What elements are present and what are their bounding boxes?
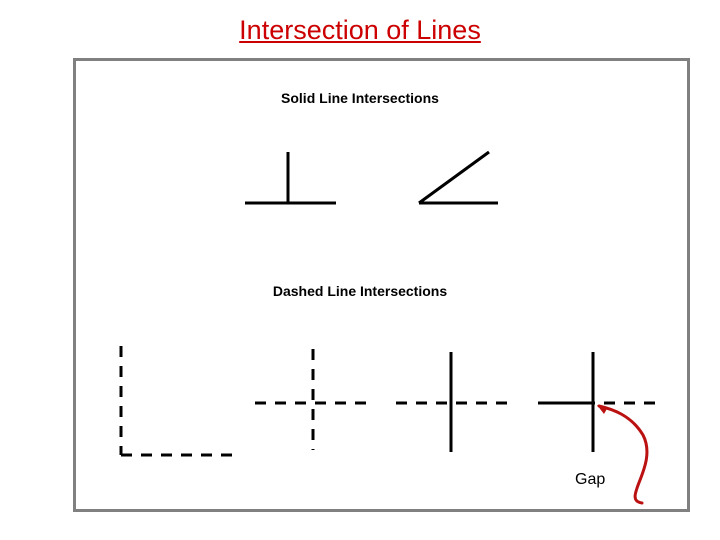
section-label-dashed: Dashed Line Intersections: [272, 283, 448, 299]
gap-annotation-label: Gap: [575, 471, 606, 488]
page-title: Intersection of Lines: [239, 15, 481, 45]
section-label-solid: Solid Line Intersections: [281, 90, 439, 106]
content-frame: [73, 58, 690, 512]
